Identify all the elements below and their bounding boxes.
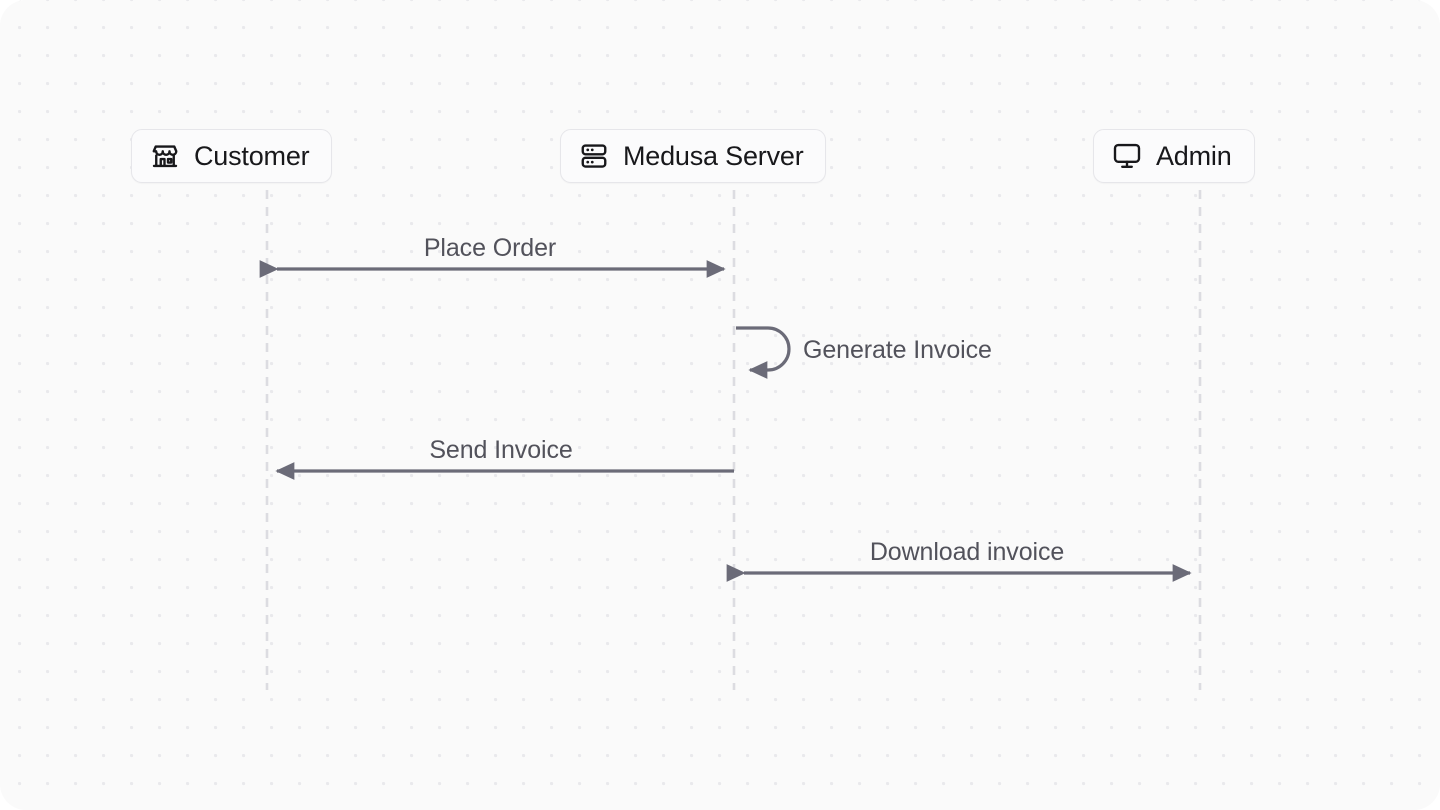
actor-admin[interactable]: Admin: [1093, 129, 1255, 183]
message-label-download-invoice: Download invoice: [869, 538, 1065, 566]
server-icon: [581, 144, 607, 168]
message-label-place-order: Place Order: [423, 234, 557, 262]
actor-medusa-server[interactable]: Medusa Server: [560, 129, 827, 183]
actor-label-admin: Admin: [1156, 140, 1232, 171]
store-icon: [152, 145, 178, 168]
monitor-icon: [1113, 143, 1141, 168]
actor-customer[interactable]: Customer: [131, 129, 333, 183]
actor-label-medusa-server: Medusa Server: [623, 140, 804, 171]
message-label-generate-invoice: Generate Invoice: [803, 336, 992, 364]
actor-label-customer: Customer: [194, 140, 310, 171]
message-arrow-generate-invoice: [736, 326, 791, 379]
message-label-send-invoice: Send Invoice: [429, 436, 573, 464]
lifelines: [265, 190, 1202, 690]
